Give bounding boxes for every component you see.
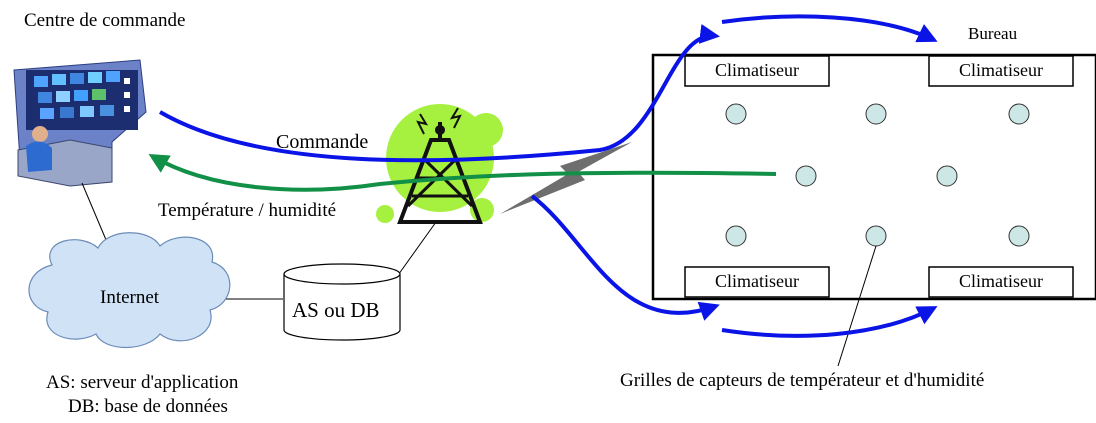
sensor-grid-label: Grilles de capteurs de températeur et d'… xyxy=(620,370,985,391)
ac-unit-box xyxy=(684,266,830,298)
legend-db: DB: base de données xyxy=(68,396,228,417)
sensor-node xyxy=(865,103,887,125)
ac-unit-label: Climatiseur xyxy=(715,271,799,291)
command-arrow xyxy=(530,194,720,321)
sensor-node xyxy=(725,103,747,125)
legend-as: AS: serveur d'application xyxy=(46,372,239,393)
antenna-tower-icon xyxy=(376,104,503,224)
internet-cloud-icon xyxy=(28,232,231,349)
temp-humidity-label: Température / humidité xyxy=(158,200,337,221)
sensor-grid xyxy=(725,103,1030,247)
office-label: Bureau xyxy=(968,24,1018,43)
sensor-node xyxy=(1008,103,1030,125)
ac-unit-label: Climatiseur xyxy=(959,60,1043,80)
command-label: Commande xyxy=(276,131,369,153)
as-db-label: AS ou DB xyxy=(292,298,380,322)
db-tower-link xyxy=(395,221,437,279)
office-boundary xyxy=(651,53,1096,301)
operator-console-icon xyxy=(13,59,147,187)
sensor-node xyxy=(865,225,887,247)
ac-unit-label: Climatiseur xyxy=(959,271,1043,291)
sensor-node xyxy=(795,165,817,187)
command-arrow xyxy=(721,306,938,338)
sensor-node xyxy=(936,165,958,187)
sensor-callout-line xyxy=(837,245,877,367)
database-cylinder-icon xyxy=(283,263,401,341)
ac-unit-box xyxy=(928,266,1074,298)
ac-unit-label: Climatiseur xyxy=(715,60,799,80)
command-arrow xyxy=(721,14,938,43)
ac-unit-box xyxy=(928,55,1074,87)
temperature-arrow xyxy=(148,153,777,192)
sensor-node xyxy=(1008,225,1030,247)
sensor-node xyxy=(725,225,747,247)
internet-label: Internet xyxy=(100,287,160,308)
control-center-label: Centre de commande xyxy=(24,10,186,31)
command-arrow xyxy=(158,24,720,163)
ac-unit-box xyxy=(684,55,830,87)
